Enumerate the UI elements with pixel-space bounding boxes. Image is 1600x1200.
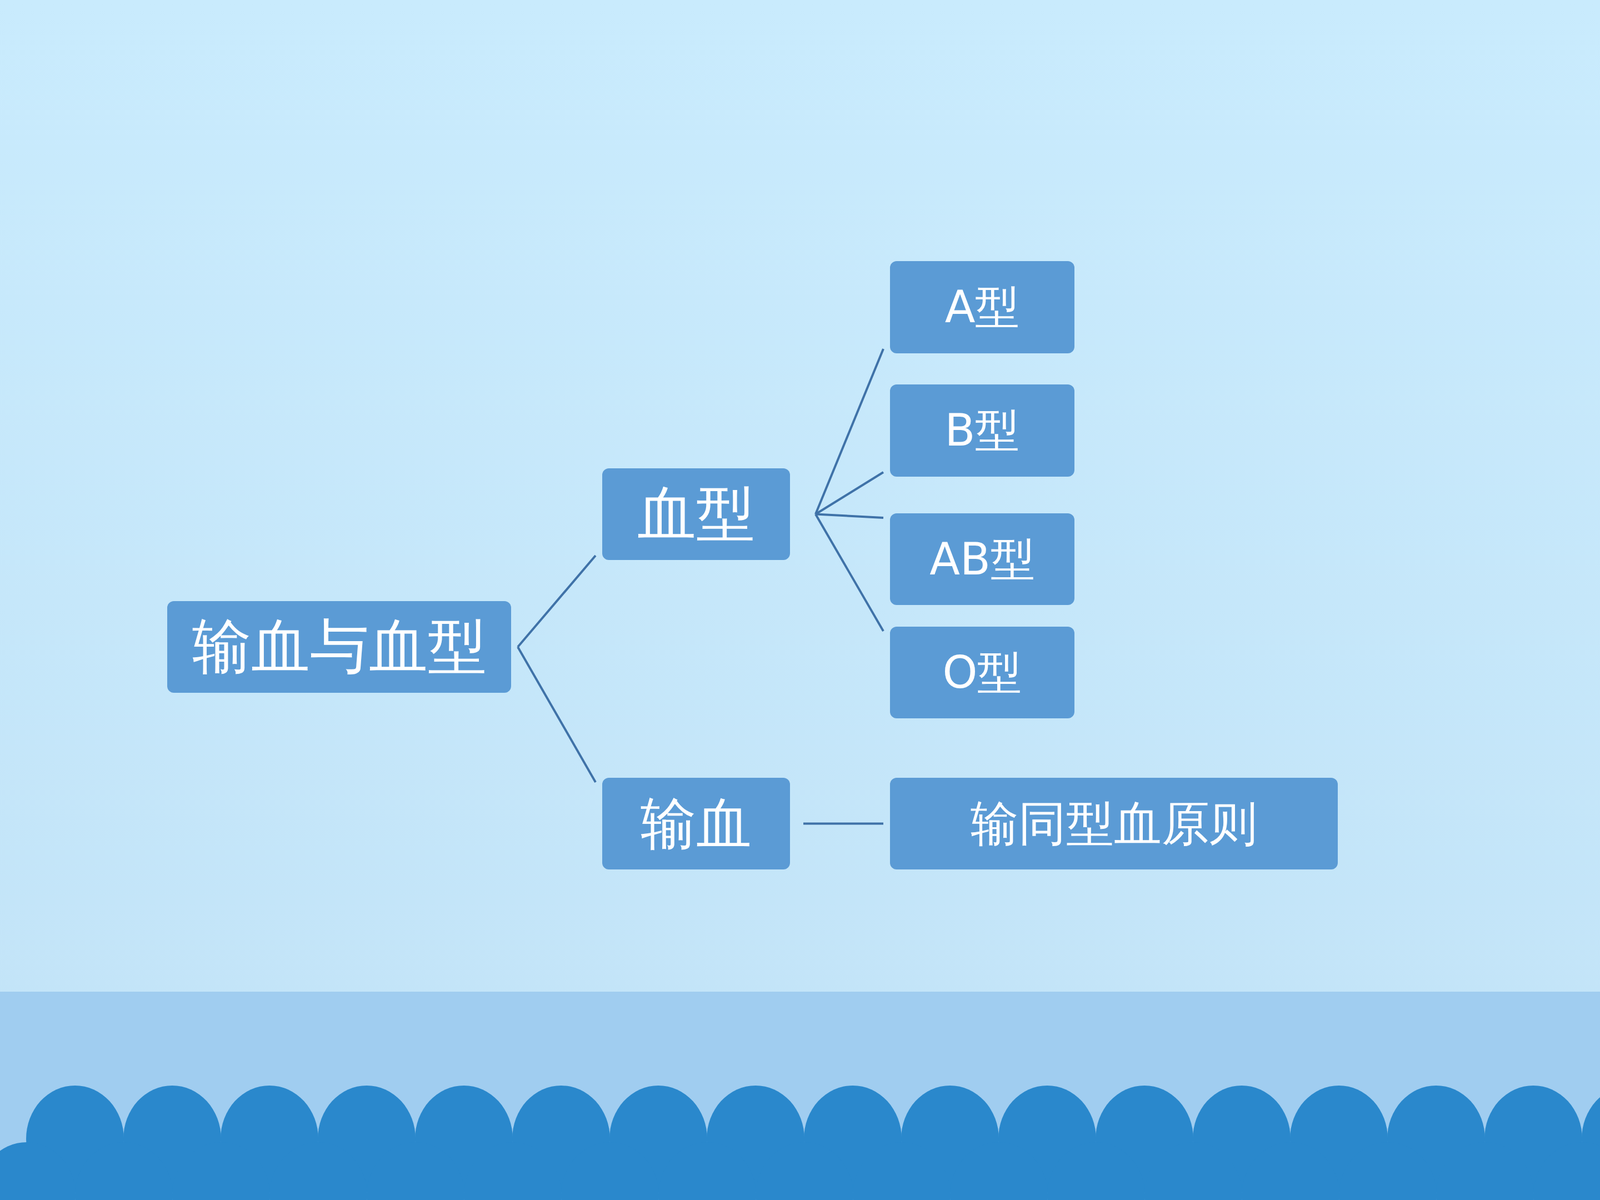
scallop	[950, 1142, 1048, 1200]
scallop	[1047, 1142, 1145, 1200]
leaf-box: O型	[890, 626, 1075, 719]
leaf-box: AB型	[890, 513, 1075, 605]
branch-box: 血型	[602, 468, 790, 560]
node-label: 输血与血型	[192, 614, 487, 680]
scallop	[1144, 1142, 1243, 1200]
scallop-row	[0, 1085, 1600, 1200]
leaf-box: A型	[890, 261, 1075, 354]
leaf-box: 输同型血原则	[890, 777, 1338, 870]
scallop	[1241, 1142, 1340, 1200]
connector-line	[815, 514, 884, 519]
node-label: 输血	[640, 793, 752, 855]
scallop	[1338, 1142, 1437, 1200]
connector-line	[803, 822, 884, 825]
scallop	[755, 1142, 854, 1200]
connector-line	[517, 647, 596, 783]
node-label: 血型	[637, 481, 755, 547]
scallop	[366, 1142, 465, 1200]
root-box: 输血与血型	[167, 601, 512, 693]
connector-line	[815, 472, 884, 515]
scallop	[1436, 1142, 1534, 1200]
scallop	[75, 1142, 173, 1200]
scallop	[0, 1142, 76, 1200]
branch-box: 输血	[602, 777, 790, 870]
leaf-box: B型	[890, 384, 1075, 477]
node-label: O型	[942, 648, 1023, 698]
connector-line	[815, 514, 884, 632]
scallop	[561, 1142, 659, 1200]
node-label: B型	[945, 406, 1020, 455]
scallop	[852, 1142, 951, 1200]
connector-line	[815, 348, 884, 515]
scallop	[463, 1142, 562, 1200]
node-label: 输同型血原则	[970, 797, 1258, 850]
scallop	[658, 1142, 757, 1200]
connector-line	[517, 555, 596, 648]
scallop	[1533, 1142, 1600, 1200]
node-label: AB型	[929, 535, 1035, 584]
node-label: A型	[945, 282, 1020, 332]
scallop	[269, 1142, 368, 1200]
scallop	[172, 1142, 270, 1200]
